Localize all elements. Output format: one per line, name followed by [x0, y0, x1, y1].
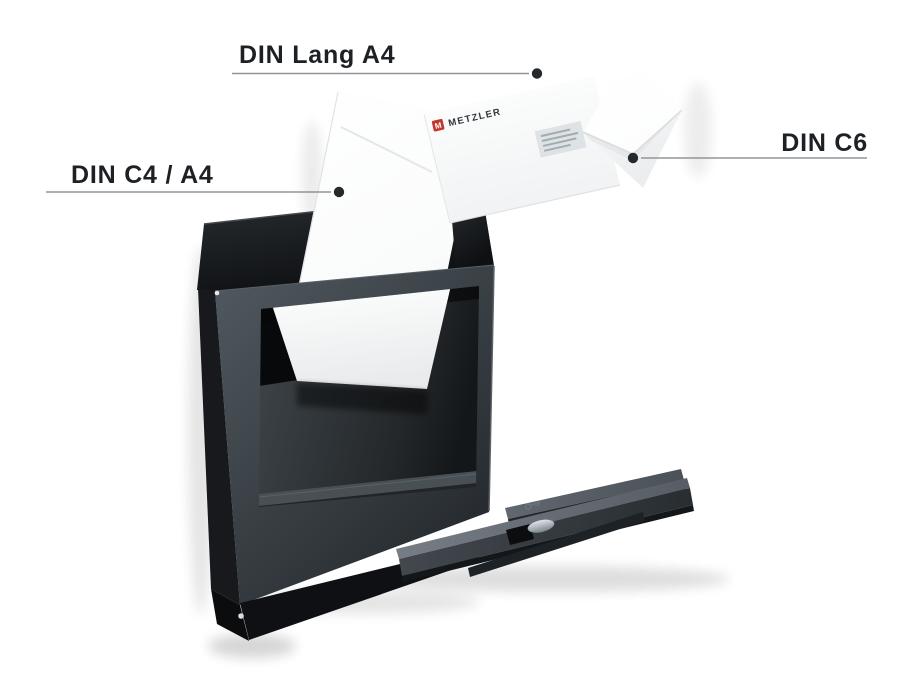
mailbox-opening-interior: [259, 286, 479, 507]
screw-icon: [214, 290, 220, 296]
annotation-labels: DIN Lang A4 DIN C4 / A4 DIN C6: [71, 41, 868, 189]
key-icon: [524, 500, 541, 510]
brand-logo-letter: M: [434, 121, 443, 131]
leader-dot-din-lang: [531, 68, 543, 79]
leader-dot-din-c6: [627, 152, 639, 164]
leader-dot-din-c4: [333, 186, 345, 198]
flap-gap: [506, 524, 534, 545]
lock-latch: [527, 519, 555, 533]
leader-lines: [46, 68, 867, 198]
envelope-din-lang: M METZLER: [423, 76, 621, 224]
screw-icon: [238, 613, 244, 619]
brand-logo-mark: [431, 118, 445, 132]
envelope-c4-inside: [272, 286, 452, 389]
mailbox-flap: [396, 478, 694, 582]
label-din-c4-a4: DIN C4 / A4: [71, 161, 214, 189]
envelope-c6: [582, 54, 683, 188]
address-window: [534, 121, 587, 158]
label-din-c6: DIN C6: [781, 129, 868, 157]
label-din-lang-a4: DIN Lang A4: [239, 41, 396, 69]
